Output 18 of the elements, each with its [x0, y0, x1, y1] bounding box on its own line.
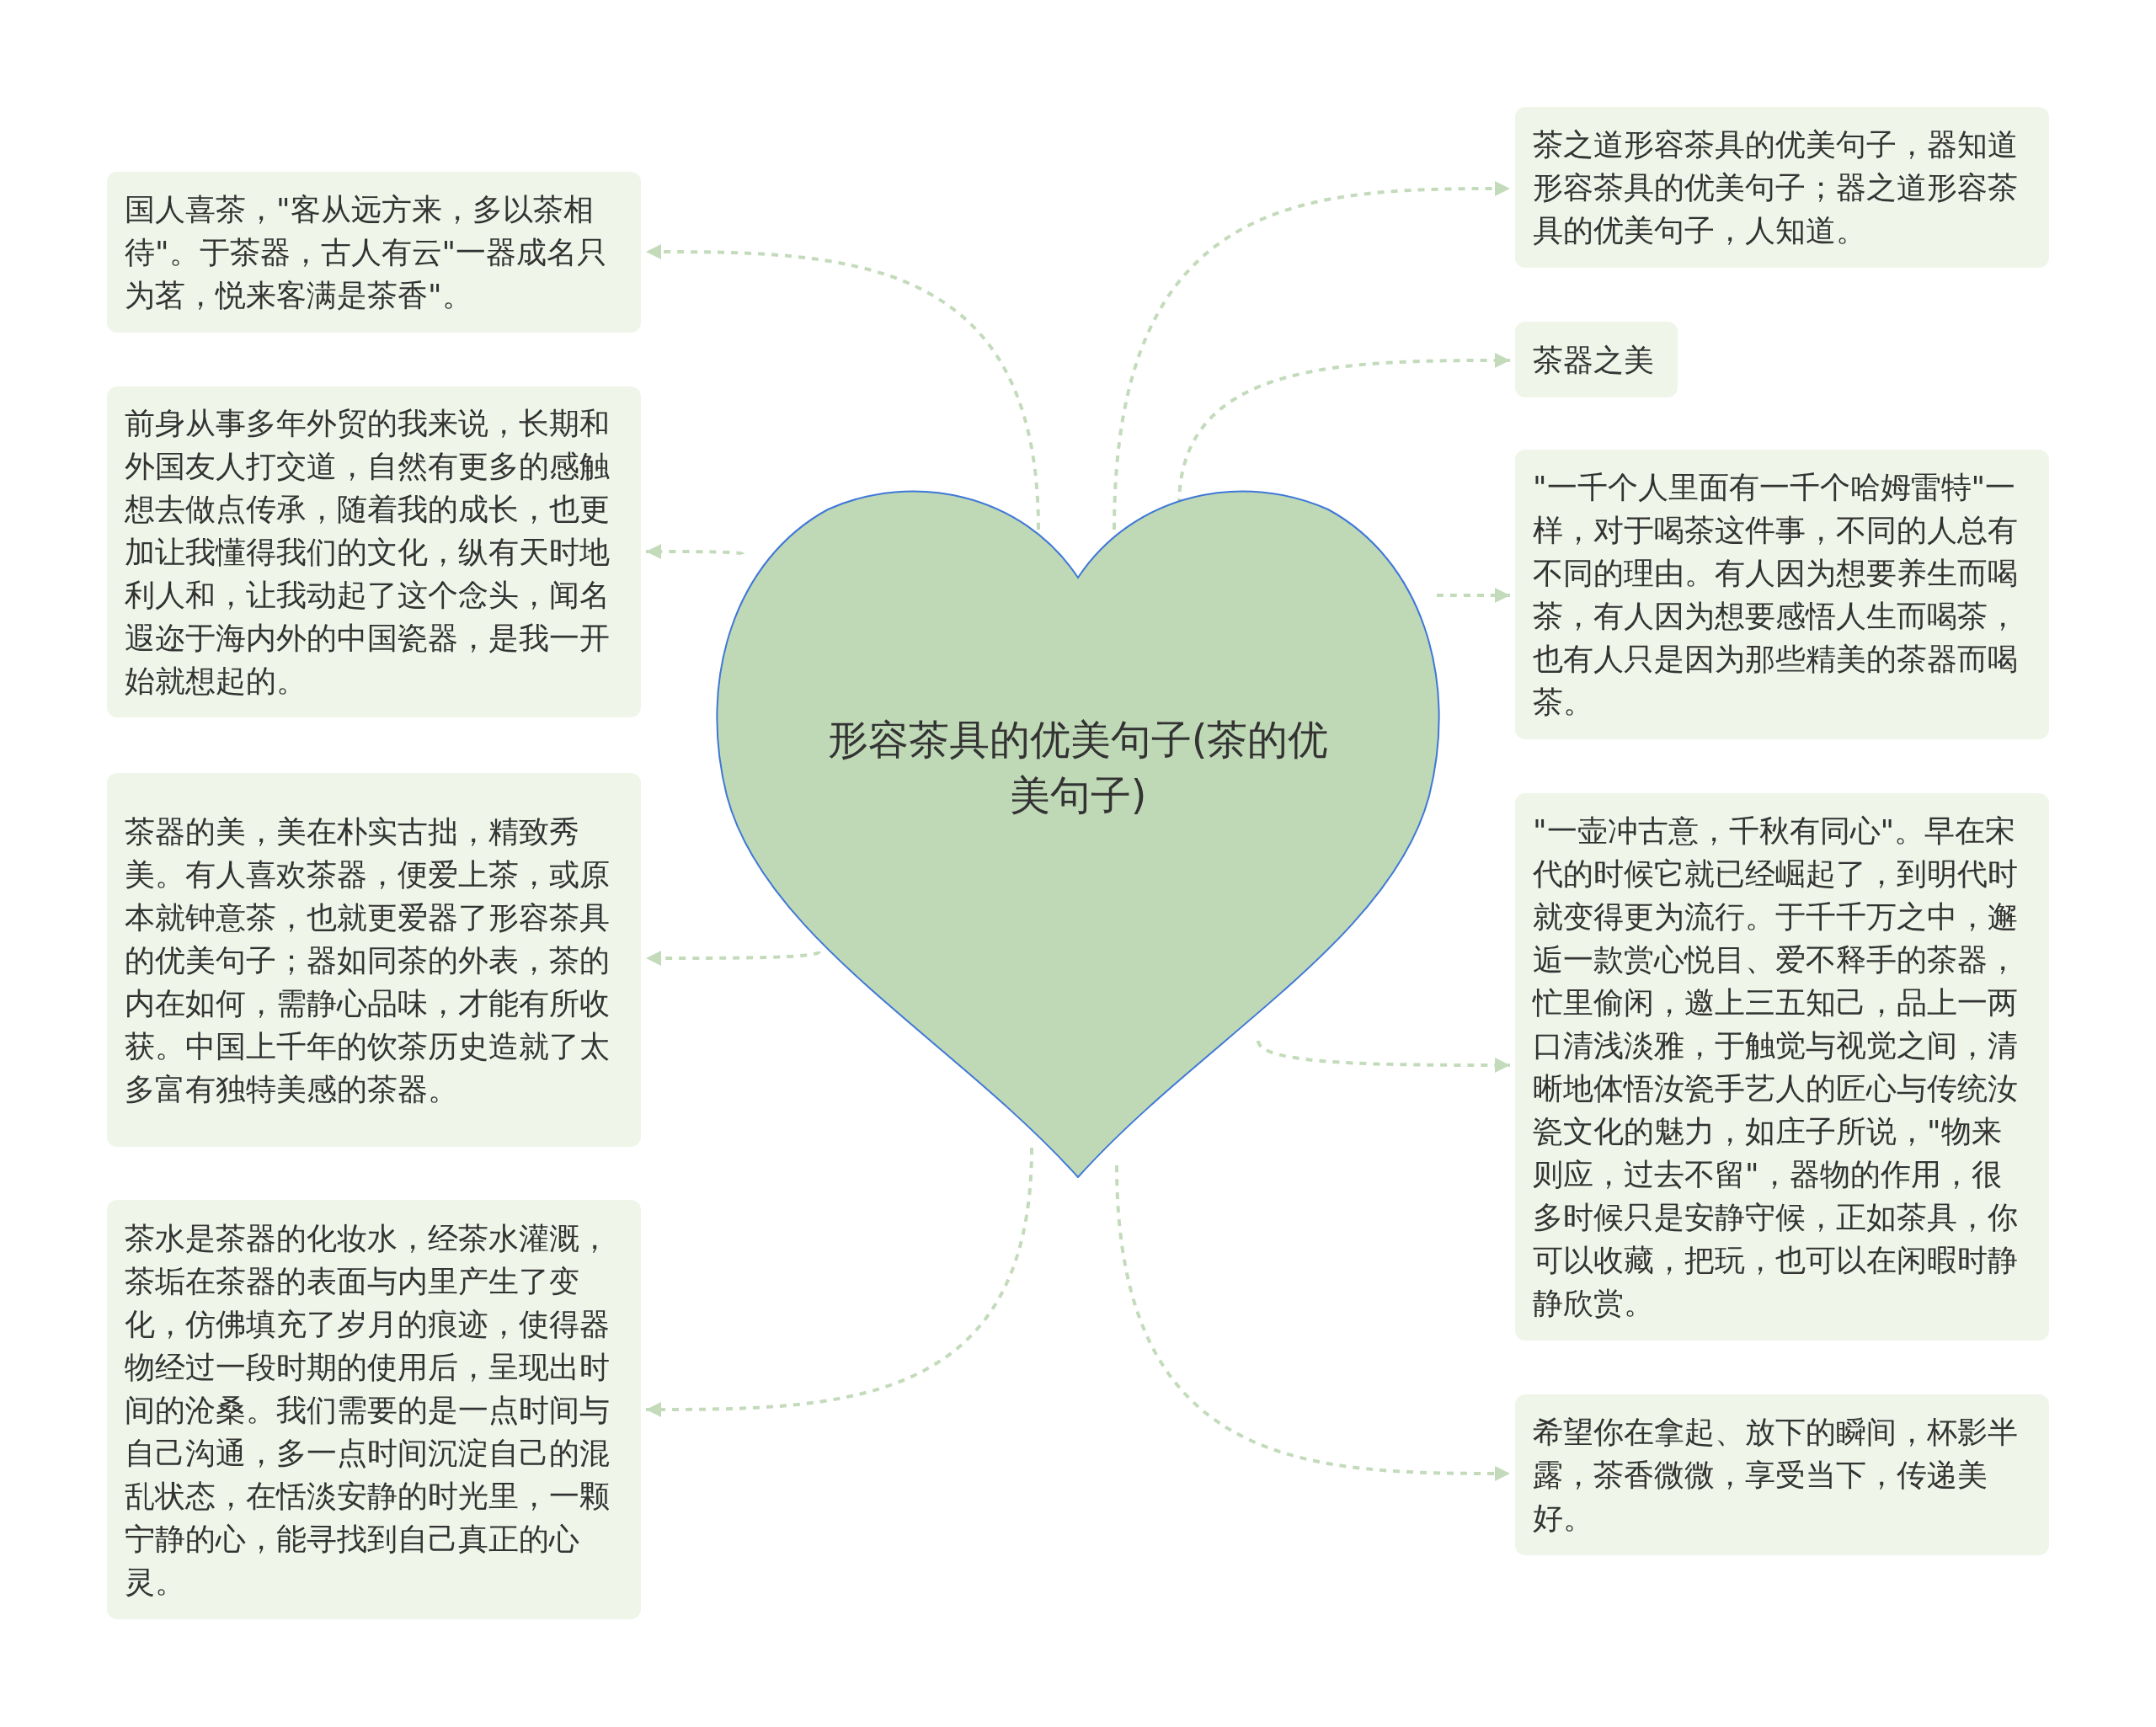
arrow: [646, 1147, 1033, 1417]
central-topic: 形容茶具的优美句子(茶的优美句子): [826, 715, 1330, 820]
arrow: [646, 544, 744, 559]
text-card: "一壶冲古意，千秋有同心"。早在宋代的时候它就已经崛起了，到明代时就变得更为流行。于千千万之中，邂逅一款赏心悦目、爱不释手的茶器，忙里偷闲，邀上三五知己，品上一两口清浅淡雅，于触觉与视觉之间，清晰地体悟汝瓷手艺人的匠心与传统汝瓷文化的魅力，如庄子所说，"物来则应，过去不留"，器物的作用，很多时候只是安静守候，正如茶具，你可以收藏，把玩，也可以在闲暇时静静欣赏。: [1515, 793, 2049, 1341]
text-card: 茶之道形容茶具的优美句子，器知道形容茶具的优美句子；器之道形容茶具的优美句子，人知道。: [1515, 107, 2049, 268]
arrow: [1437, 588, 1510, 603]
arrow: [1113, 181, 1510, 530]
text-card: 茶器之美: [1515, 322, 1678, 397]
text-card: 茶器的美，美在朴实古拙，精致秀美。有人喜欢茶器，便爱上茶，或原本就钟意茶，也就更爱器了形容茶具的优美句子；器如同茶的外表，茶的内在如何，需静心品味，才能有所收获。中国上千年的饮茶历史造就了太多富有独特美感的茶器。: [107, 773, 641, 1147]
arrow: [646, 950, 821, 966]
text-card: "一千个人里面有一千个哈姆雷特"一样，对于喝茶这件事，不同的人总有不同的理由。有人因为想要养生而喝茶，有人因为想要感悟人生而喝茶，也有人只是因为那些精美的茶器而喝茶。: [1515, 450, 2049, 739]
arrow: [1115, 1165, 1510, 1481]
arrow: [1257, 1040, 1510, 1073]
text-card: 希望你在拿起、放下的瞬间，杯影半露，茶香微微，享受当下，传递美好。: [1515, 1394, 2049, 1555]
text-card: 茶水是茶器的化妆水，经茶水灌溉，茶垢在茶器的表面与内里产生了变化，仿佛填充了岁月的痕迹，使得器物经过一段时期的使用后，呈现出时间的沧桑。我们需要的是一点时间与自己沟通，多一点时间沉淀自己的混乱状态，在恬淡安静的时光里，一颗宁静的心，能寻找到自己真正的心灵。: [107, 1200, 641, 1619]
text-card: 国人喜茶，"客从远方来，多以茶相待"。于茶器，古人有云"一器成名只为茗，悦来客满是茶香"。: [107, 172, 641, 333]
text-card: 前身从事多年外贸的我来说，长期和外国友人打交道，自然有更多的感触想去做点传承，随着我的成长，也更加让我懂得我们的文化，纵有天时地利人和，让我动起了这个念头，闻名遐迩于海内外的中国瓷器，是我一开始就想起的。: [107, 386, 641, 717]
arrow: [646, 244, 1040, 530]
